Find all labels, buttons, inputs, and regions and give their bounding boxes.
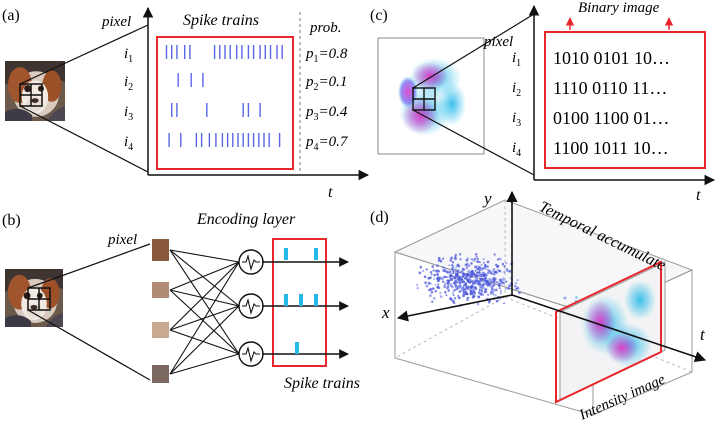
spike-waveform-icon bbox=[242, 345, 260, 364]
pixel-grid-a bbox=[19, 83, 43, 107]
neurons bbox=[238, 249, 264, 367]
dog-thumbnail-a bbox=[5, 61, 65, 121]
encoded-spike bbox=[299, 294, 303, 306]
pixel-grid-b bbox=[27, 287, 51, 311]
panel-d-tag: (d) bbox=[370, 209, 389, 226]
pixel-index-a-1: i1 bbox=[124, 46, 133, 65]
prob-value-4: p4=0.7 bbox=[305, 134, 349, 153]
spike-rows-a: i1 p1=0.8 i2 p2=0.1 i3 p3=0.4 i4 p4=0.7 bbox=[124, 45, 349, 153]
prob-value-1: p1=0.8 bbox=[305, 46, 348, 65]
pixel-label-b: pixel bbox=[107, 232, 137, 248]
pixel-index-c-2: i2 bbox=[512, 80, 521, 99]
encoded-spikes bbox=[284, 248, 318, 354]
output-arrows-b bbox=[262, 257, 349, 359]
binary-rows-c: i1 1010 0101 10… i2 1110 0110 11… i3 0100 110… bbox=[512, 48, 670, 159]
encoded-spike bbox=[284, 294, 288, 306]
pixel-patch-3 bbox=[152, 322, 169, 338]
encoding-layer-label: Encoding layer bbox=[196, 211, 296, 228]
panel-b: (b) pixel bbox=[2, 211, 360, 392]
spike-waveform-icon bbox=[242, 253, 260, 272]
pixel-index-c-3: i3 bbox=[512, 110, 521, 129]
pixel-index-a-4: i4 bbox=[124, 134, 133, 153]
intensity-image-highlight bbox=[555, 260, 662, 404]
pixel-label-c: pixel bbox=[483, 34, 513, 50]
encoded-spikes-box bbox=[272, 238, 327, 367]
spike-trains-label-b: Spike trains bbox=[284, 375, 360, 392]
binary-row-1: 1010 0101 10… bbox=[553, 48, 670, 68]
pixel-patch-4 bbox=[152, 365, 169, 383]
pixel-patch-1 bbox=[152, 239, 169, 261]
neuron-1 bbox=[238, 249, 264, 275]
spike-trains-box bbox=[156, 36, 294, 170]
intensity-image-frame bbox=[555, 260, 666, 404]
binary-image-box bbox=[544, 31, 706, 169]
panel-a-tag: (a) bbox=[2, 7, 20, 24]
pixel-index-c-1: i1 bbox=[512, 50, 521, 69]
pixel-label-a: pixel bbox=[101, 14, 131, 30]
encoded-spike bbox=[314, 294, 318, 306]
binary-row-3: 0100 1100 01… bbox=[553, 108, 669, 128]
zoom-line-bottom-a bbox=[19, 105, 149, 173]
encoded-spike bbox=[295, 342, 299, 354]
t-axis-d bbox=[511, 294, 707, 363]
panel-b-tag: (b) bbox=[2, 212, 21, 229]
t-label-a: t bbox=[328, 184, 333, 201]
pixel-index-a-3: i3 bbox=[124, 104, 133, 123]
zoom-line-bottom-c bbox=[412, 109, 535, 176]
prob-header: prob. bbox=[309, 20, 342, 36]
zoom-line-top-c bbox=[412, 13, 535, 89]
pixel-index-c-4: i4 bbox=[512, 140, 521, 159]
t-label-d: t bbox=[700, 325, 706, 344]
pixel-grid-c bbox=[412, 87, 436, 111]
x-label-d: x bbox=[381, 303, 390, 322]
neuron-2 bbox=[238, 293, 264, 319]
binary-image-title: Binary image bbox=[578, 0, 660, 16]
prob-value-2: p2=0.1 bbox=[305, 74, 347, 93]
zoom-line-top-b bbox=[27, 243, 151, 289]
x-axis-d bbox=[396, 294, 513, 322]
pixel-index-a-2: i2 bbox=[124, 74, 133, 93]
encoded-spike bbox=[284, 248, 288, 260]
encoding-connections bbox=[169, 249, 240, 375]
binary-row-2: 1110 0110 11… bbox=[553, 78, 667, 98]
neuron-3 bbox=[238, 341, 264, 367]
pixel-patch-2 bbox=[152, 282, 169, 298]
spike-waveform-icon bbox=[242, 297, 260, 316]
t-label-c: t bbox=[696, 187, 701, 204]
spike-trains-title: Spike trains bbox=[183, 12, 259, 29]
panel-d: (d) y x t Temporal accumulate Intensity … bbox=[370, 189, 707, 424]
zoom-line-bottom-b bbox=[27, 309, 151, 381]
zoom-line-top-a bbox=[19, 24, 149, 85]
y-label-d: y bbox=[482, 189, 492, 208]
encoded-spike bbox=[314, 248, 318, 260]
binary-image-pointers bbox=[565, 17, 674, 30]
binary-row-4: 1100 1011 10… bbox=[553, 138, 669, 158]
prob-value-3: p3=0.4 bbox=[305, 104, 348, 123]
dog-thumbnail-b bbox=[5, 269, 63, 327]
event-image-c bbox=[377, 37, 485, 155]
pixel-patches bbox=[152, 239, 169, 383]
panel-c-tag: (c) bbox=[370, 7, 388, 24]
